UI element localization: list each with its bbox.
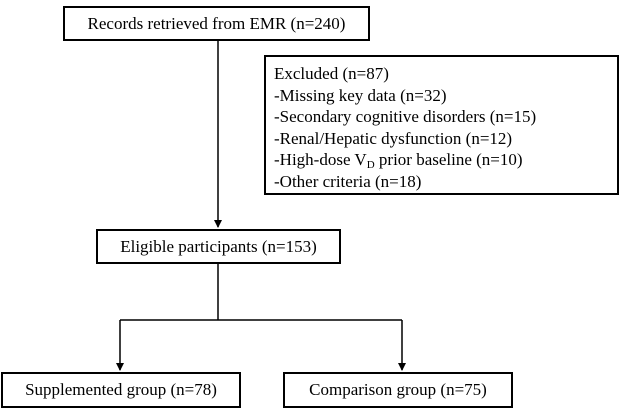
excluded-item-highdose-pre: -High-dose V <box>274 150 367 169</box>
comparison-group-label: Comparison group (n=75) <box>309 380 487 399</box>
supplemented-group-box: Supplemented group (n=78) <box>1 372 241 408</box>
records-box: Records retrieved from EMR (n=240) <box>63 6 370 41</box>
excluded-title: Excluded (n=87) <box>274 64 389 83</box>
eligible-label: Eligible participants (n=153) <box>120 236 317 256</box>
excluded-item-highdose: -High-dose VD prior baseline (n=10) <box>274 149 617 171</box>
excluded-item-highdose-post: prior baseline (n=10) <box>374 150 523 169</box>
supplemented-group-label: Supplemented group (n=78) <box>25 380 217 399</box>
excluded-box: Excluded (n=87) -Missing key data (n=32)… <box>264 55 619 195</box>
excluded-item-highdose-sub: D <box>366 159 375 171</box>
records-label: Records retrieved from EMR (n=240) <box>87 13 346 33</box>
excluded-item-renal: -Renal/Hepatic dysfunction (n=12) <box>274 128 513 148</box>
excluded-item-other: -Other criteria (n=18) <box>274 171 422 191</box>
excluded-item-secondary: -Secondary cognitive disorders (n=15) <box>274 107 537 126</box>
eligible-box: Eligible participants (n=153) <box>96 229 341 264</box>
comparison-group-box: Comparison group (n=75) <box>283 372 513 408</box>
excluded-item-missing: -Missing key data (n=32) <box>274 85 447 105</box>
